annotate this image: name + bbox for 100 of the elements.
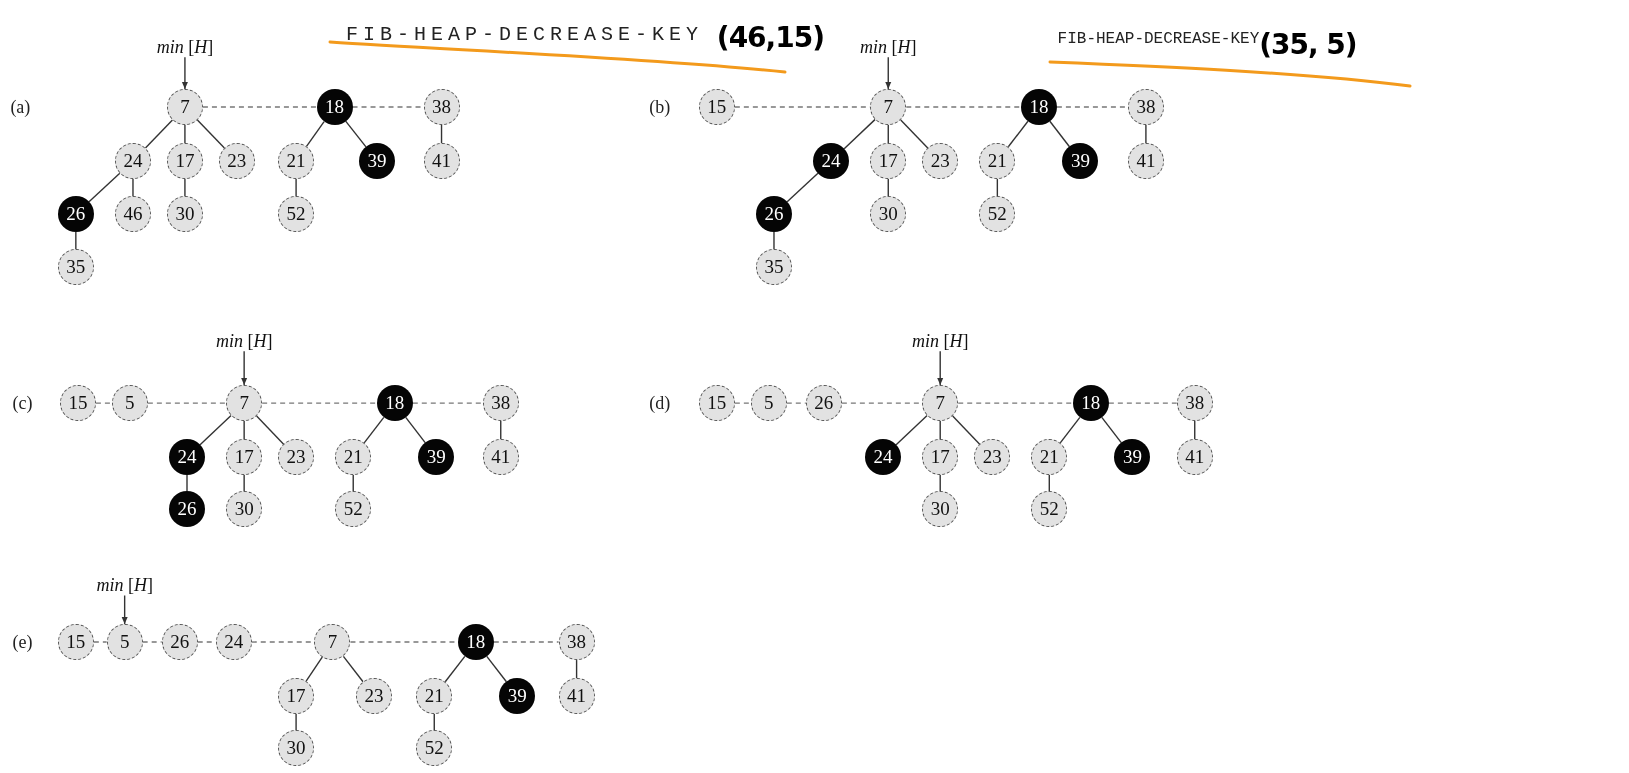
tree-edge — [243, 420, 245, 440]
tree-edge — [363, 416, 385, 444]
tree-edge — [1049, 120, 1071, 148]
heap-node: 30 — [870, 196, 907, 232]
heap-node: 23 — [922, 143, 959, 179]
tree-edge — [305, 120, 325, 148]
root-list-link — [957, 402, 1074, 404]
tree-edge — [184, 124, 186, 144]
panel-label: (c) — [12, 392, 33, 414]
heap-node: 7 — [922, 385, 959, 422]
tree-edge — [440, 124, 443, 144]
heap-node: 21 — [416, 678, 453, 715]
pointer-label: min [H] — [911, 330, 969, 352]
heap-node: 15 — [57, 624, 94, 661]
heap-node: 52 — [416, 730, 453, 766]
tree-edge — [144, 119, 174, 149]
marked-heap-node: 18 — [1020, 89, 1057, 125]
pointer-label: min [H] — [96, 574, 153, 596]
tree-edge — [344, 120, 367, 148]
heap-node: 35 — [57, 249, 94, 285]
root-list-link — [95, 402, 113, 404]
tree-edge — [255, 415, 285, 445]
tree-edge — [295, 178, 297, 197]
tree-edge — [895, 414, 928, 446]
pointer-arrow — [241, 350, 248, 386]
heap-node: 30 — [226, 491, 263, 528]
heap-node: 7 — [226, 385, 263, 422]
marked-heap-node: 39 — [1114, 439, 1151, 476]
tree-edge — [184, 178, 186, 197]
heap-node: 21 — [979, 143, 1016, 179]
marked-heap-node: 18 — [316, 89, 353, 125]
heap-node: 41 — [1176, 439, 1213, 476]
tree-edge — [75, 231, 77, 250]
heap-node: 21 — [1031, 439, 1068, 476]
heap-node: 24 — [114, 143, 151, 179]
heap-node: 5 — [111, 385, 148, 422]
root-list-link — [786, 402, 807, 404]
marked-heap-node: 24 — [865, 439, 902, 476]
root-list-link — [493, 641, 560, 643]
marked-heap-node: 39 — [499, 678, 536, 715]
heap-node: 15 — [698, 385, 735, 422]
marked-heap-node: 39 — [359, 143, 396, 179]
tree-edge — [887, 124, 889, 144]
heap-node: 5 — [750, 385, 787, 422]
heap-node: 38 — [558, 624, 595, 661]
heap-node: 15 — [698, 89, 735, 125]
root-list-link — [93, 641, 108, 643]
tree-edge — [951, 415, 981, 445]
heap-node: 38 — [1127, 89, 1164, 125]
tree-edge — [199, 414, 232, 446]
root-list-link — [905, 106, 1022, 108]
heap-node: 5 — [106, 624, 143, 661]
root-list-link — [261, 402, 378, 404]
tree-edge — [132, 178, 134, 197]
heap-node: 21 — [278, 143, 315, 179]
heap-node: 46 — [114, 196, 151, 232]
marked-heap-node: 18 — [1072, 385, 1109, 422]
marked-heap-node: 39 — [418, 439, 455, 476]
heap-node: 17 — [166, 143, 203, 179]
marked-heap-node: 26 — [755, 196, 792, 232]
tree-edge — [444, 655, 466, 683]
heap-node: 38 — [1176, 385, 1213, 422]
tree-edge — [88, 172, 121, 203]
root-list-link — [141, 641, 163, 643]
panel-label: (d) — [649, 392, 671, 414]
marked-heap-node: 39 — [1062, 143, 1099, 179]
heap-node: 38 — [482, 385, 519, 422]
heap-node: 35 — [755, 249, 792, 285]
tree-edge — [405, 416, 427, 444]
pointer-arrow — [885, 56, 892, 90]
marked-heap-node: 26 — [169, 491, 205, 528]
heap-node: 17 — [278, 678, 315, 715]
pointer-arrow — [121, 594, 128, 625]
tree-edge — [1101, 416, 1123, 444]
tree-edge — [295, 713, 297, 731]
heap-node: 52 — [335, 491, 372, 528]
procedure-name: FIB-HEAP-DECREASE-KEY — [345, 22, 703, 46]
marked-heap-node: 18 — [376, 385, 413, 422]
heap-node: 41 — [423, 143, 460, 179]
root-list-link — [734, 402, 752, 404]
tree-edge — [900, 119, 929, 149]
heap-node: 41 — [1127, 143, 1164, 179]
root-list-link — [1108, 402, 1178, 404]
heap-node: 17 — [226, 439, 263, 476]
root-list-link — [202, 106, 318, 108]
heap-node: 38 — [423, 89, 460, 125]
procedure-name: FIB-HEAP-DECREASE-KEY — [1057, 30, 1260, 49]
tree-edge — [786, 172, 819, 203]
root-list-link — [147, 402, 227, 404]
root-list-link — [412, 402, 484, 404]
tree-edge — [305, 656, 324, 682]
tree-edge — [575, 659, 578, 679]
heap-node: 23 — [218, 143, 255, 179]
tree-edge — [939, 420, 941, 440]
heap-node: 23 — [356, 678, 392, 715]
tree-edge — [773, 231, 775, 250]
heap-node: 17 — [870, 143, 907, 179]
heap-node: 7 — [314, 624, 351, 661]
tree-edge — [1194, 420, 1196, 440]
heap-node: 52 — [278, 196, 315, 232]
